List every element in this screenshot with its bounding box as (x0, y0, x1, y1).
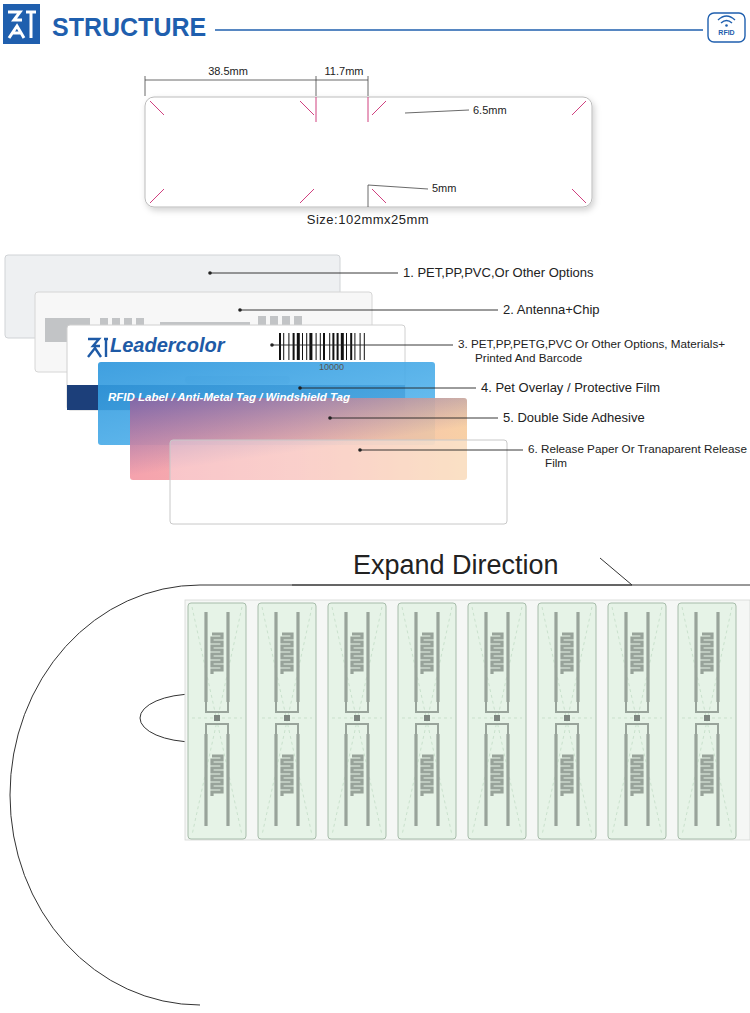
rfid-inlay (468, 603, 526, 839)
rfid-icon (708, 13, 745, 42)
rfid-inlay (328, 603, 386, 839)
layer-callout: 3. PET,PP,PETG,PVC Or Other Options, Mat… (458, 337, 750, 365)
dimension-label: 11.7mm (325, 65, 364, 78)
layer-callout: 4. Pet Overlay / Protective Film (481, 380, 660, 395)
label-dimension-drawing (145, 76, 592, 207)
rfid-inlay (538, 603, 596, 839)
rfid-inlay (608, 603, 666, 839)
label-roll (10, 585, 750, 1005)
dimension-label: 38.5mm (208, 65, 248, 78)
brand-name: Leadercolor (110, 334, 224, 358)
card-band: RFID Label / Anti-Metal Tag / Windshield… (67, 385, 405, 410)
icon-text: RFID (718, 29, 734, 37)
barcode (279, 333, 365, 360)
rfid-inlay (398, 603, 456, 839)
header-rule (215, 29, 703, 31)
rfid-inlay (258, 603, 316, 839)
layer-callout: 2. Antenna+Chip (503, 302, 600, 317)
label-strip (185, 600, 750, 840)
layer-callout: 1. PET,PP,PVC,Or Other Options (403, 265, 594, 280)
layer-callout: 6. Release Paper Or Tranaparent Release … (528, 442, 750, 470)
layer-stack (5, 255, 523, 524)
page-title: STRUCTURE (52, 13, 206, 43)
leader-dots (208, 271, 362, 452)
logo-icon (3, 4, 40, 44)
layer-6 (170, 440, 507, 524)
size-label: Size:102mmx25mm (307, 212, 429, 227)
card-logo-mark (88, 339, 108, 357)
direction-label: Expand Direction (353, 550, 559, 582)
header (3, 4, 745, 44)
band-text: RFID Label / Anti-Metal Tag / Windshield… (108, 391, 350, 405)
layer-callout: 5. Double Side Adhesive (503, 410, 645, 425)
rfid-tags (188, 603, 736, 839)
rfid-inlay (188, 603, 246, 839)
dimension-label: 5mm (432, 182, 456, 195)
rfid-inlay (678, 603, 736, 839)
dimension-label: 6.5mm (473, 104, 507, 117)
printed-card: Leadercolor 10000RFID Label / Anti-Metal … (67, 325, 405, 410)
barcode-number: 10000 (319, 362, 344, 373)
